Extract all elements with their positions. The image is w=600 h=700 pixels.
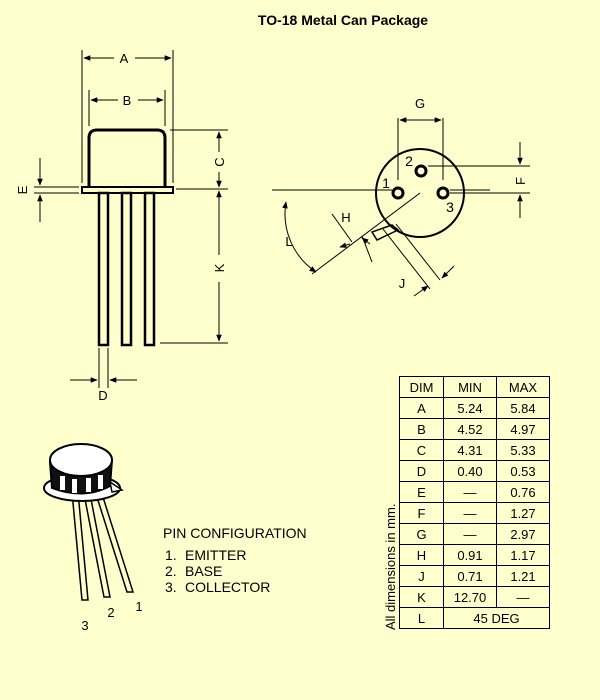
cell-min: 4.52	[443, 418, 497, 440]
bottom-view	[272, 117, 530, 297]
cell-max: 1.27	[496, 502, 550, 524]
cell-min: 0.71	[443, 565, 497, 587]
dim-label-B: B	[123, 93, 132, 108]
dim-label-E: E	[15, 185, 30, 194]
lead-label-2: 2	[107, 605, 114, 620]
dim-label-G: G	[415, 96, 425, 111]
cell-min: —	[443, 523, 497, 545]
lead-right	[143, 191, 156, 347]
cell-max: 2.97	[496, 523, 550, 545]
cell-dim: F	[399, 502, 444, 524]
header-max: MAX	[496, 376, 550, 398]
table-header-row: DIM MIN MAX	[399, 376, 550, 398]
cell-min: 5.24	[443, 397, 497, 419]
pin-config-item: 2.BASE	[165, 563, 223, 579]
cell-min: 0.40	[443, 460, 497, 482]
cell-min: —	[443, 481, 497, 503]
lead-left	[97, 191, 110, 347]
cell-dim: G	[399, 523, 444, 545]
pin-hole-1	[391, 186, 405, 200]
perspective-lead-labels: 3 2 1	[81, 599, 142, 633]
dim-label-D: D	[98, 388, 107, 403]
dim-label-A: A	[120, 51, 129, 66]
cell-dim: A	[399, 397, 444, 419]
pin-configuration-heading: PIN CONFIGURATION	[163, 525, 307, 541]
pin-number-3: 3	[446, 199, 454, 215]
pin-number-2: 2	[405, 153, 413, 169]
cell-min-max-merged: 45 DEG	[443, 607, 550, 629]
pin-config-item: 1.EMITTER	[165, 547, 247, 563]
cell-max: 5.84	[496, 397, 550, 419]
dim-label-L: L	[285, 234, 292, 249]
perspective-view	[43, 443, 135, 601]
cell-dim: H	[399, 544, 444, 566]
table-row: E—0.76	[399, 481, 550, 503]
cell-dim: J	[399, 565, 444, 587]
cell-dim: L	[399, 607, 444, 629]
cell-dim: K	[399, 586, 444, 608]
table-row: G—2.97	[399, 523, 550, 545]
cell-max: 5.33	[496, 439, 550, 461]
lead-label-3: 3	[81, 618, 88, 633]
dim-label-J: J	[399, 276, 406, 291]
table-row: F—1.27	[399, 502, 550, 524]
cell-min: 0.91	[443, 544, 497, 566]
pin-configuration-list: 1.EMITTER 2.BASE 3.COLLECTOR	[165, 547, 270, 595]
header-dim: DIM	[399, 376, 444, 398]
header-min: MIN	[443, 376, 497, 398]
cell-max: 4.97	[496, 418, 550, 440]
side-view-labels: A B C E K D	[15, 51, 227, 403]
perspective-lead-3	[71, 491, 89, 601]
cell-dim: C	[399, 439, 444, 461]
orientation-tab	[370, 224, 400, 241]
cell-min: —	[443, 502, 497, 524]
lead-middle	[120, 191, 133, 347]
cell-max: 1.21	[496, 565, 550, 587]
dim-label-H: H	[341, 210, 350, 225]
cell-dim: E	[399, 481, 444, 503]
cell-min: 4.31	[443, 439, 497, 461]
perspective-can-top	[49, 443, 113, 477]
cell-dim: B	[399, 418, 444, 440]
side-view	[34, 50, 228, 388]
dim-label-F: F	[513, 177, 528, 185]
bottom-view-labels: G F H L J 1 2 3	[285, 96, 528, 291]
cell-max: 0.53	[496, 460, 550, 482]
cell-dim: D	[399, 460, 444, 482]
cell-max: 0.76	[496, 481, 550, 503]
cell-min: 12.70	[443, 586, 497, 608]
page-title: TO-18 Metal Can Package	[257, 12, 429, 28]
dim-label-K: K	[212, 263, 227, 272]
cell-max: —	[496, 586, 550, 608]
cell-max: 1.17	[496, 544, 550, 566]
pin-config-item: 3.COLLECTOR	[165, 579, 271, 595]
pin-hole-2	[414, 164, 428, 178]
dim-label-C: C	[212, 157, 227, 166]
can-body	[87, 128, 167, 187]
pin-number-1: 1	[382, 175, 390, 191]
pin-hole-3	[436, 186, 450, 200]
units-note: All dimensions in mm.	[383, 503, 398, 630]
lead-label-1: 1	[135, 599, 142, 614]
